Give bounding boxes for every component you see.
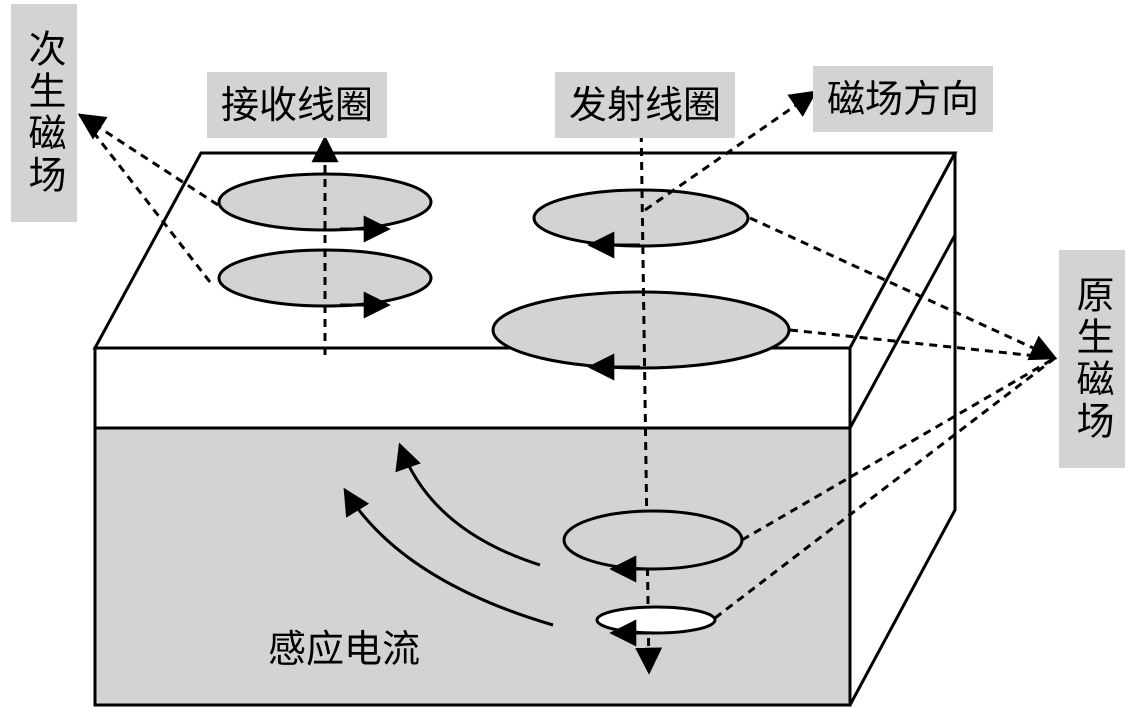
transmitter-coil-small bbox=[532, 188, 750, 248]
induced-loop-lower bbox=[595, 605, 717, 635]
secondary-field-leaders bbox=[77, 113, 219, 283]
secondary-leader-2 bbox=[78, 114, 212, 283]
ground-block bbox=[92, 151, 958, 707]
block-right-face-layer-line bbox=[848, 234, 957, 429]
primary-leader-3 bbox=[741, 356, 1056, 542]
induced-current-arrow-1 bbox=[395, 442, 541, 567]
transmitter-coils bbox=[491, 119, 791, 675]
transmitter-coil-large bbox=[491, 290, 791, 370]
field-direction-leader bbox=[644, 90, 818, 212]
primary-leader-2 bbox=[789, 328, 1056, 360]
transmit-coil-label: 发射线圈 bbox=[555, 72, 736, 138]
field-direction-label: 磁场方向 bbox=[813, 66, 994, 132]
secondary-field-label: 次生磁场 bbox=[11, 4, 77, 222]
primary-field-leaders bbox=[714, 216, 1058, 620]
induced-current-arrows bbox=[343, 442, 554, 627]
receive-coil-label: 接收线圈 bbox=[207, 72, 388, 138]
receiver-coils bbox=[217, 135, 433, 355]
primary-leader-4 bbox=[714, 356, 1056, 620]
induced-current-label: 感应电流 bbox=[268, 627, 421, 671]
induced-loop-upper bbox=[562, 509, 744, 571]
subsurface-layer bbox=[93, 426, 852, 707]
primary-field-label: 原生磁场 bbox=[1059, 250, 1125, 468]
induced-current-arrow-2 bbox=[343, 487, 554, 627]
